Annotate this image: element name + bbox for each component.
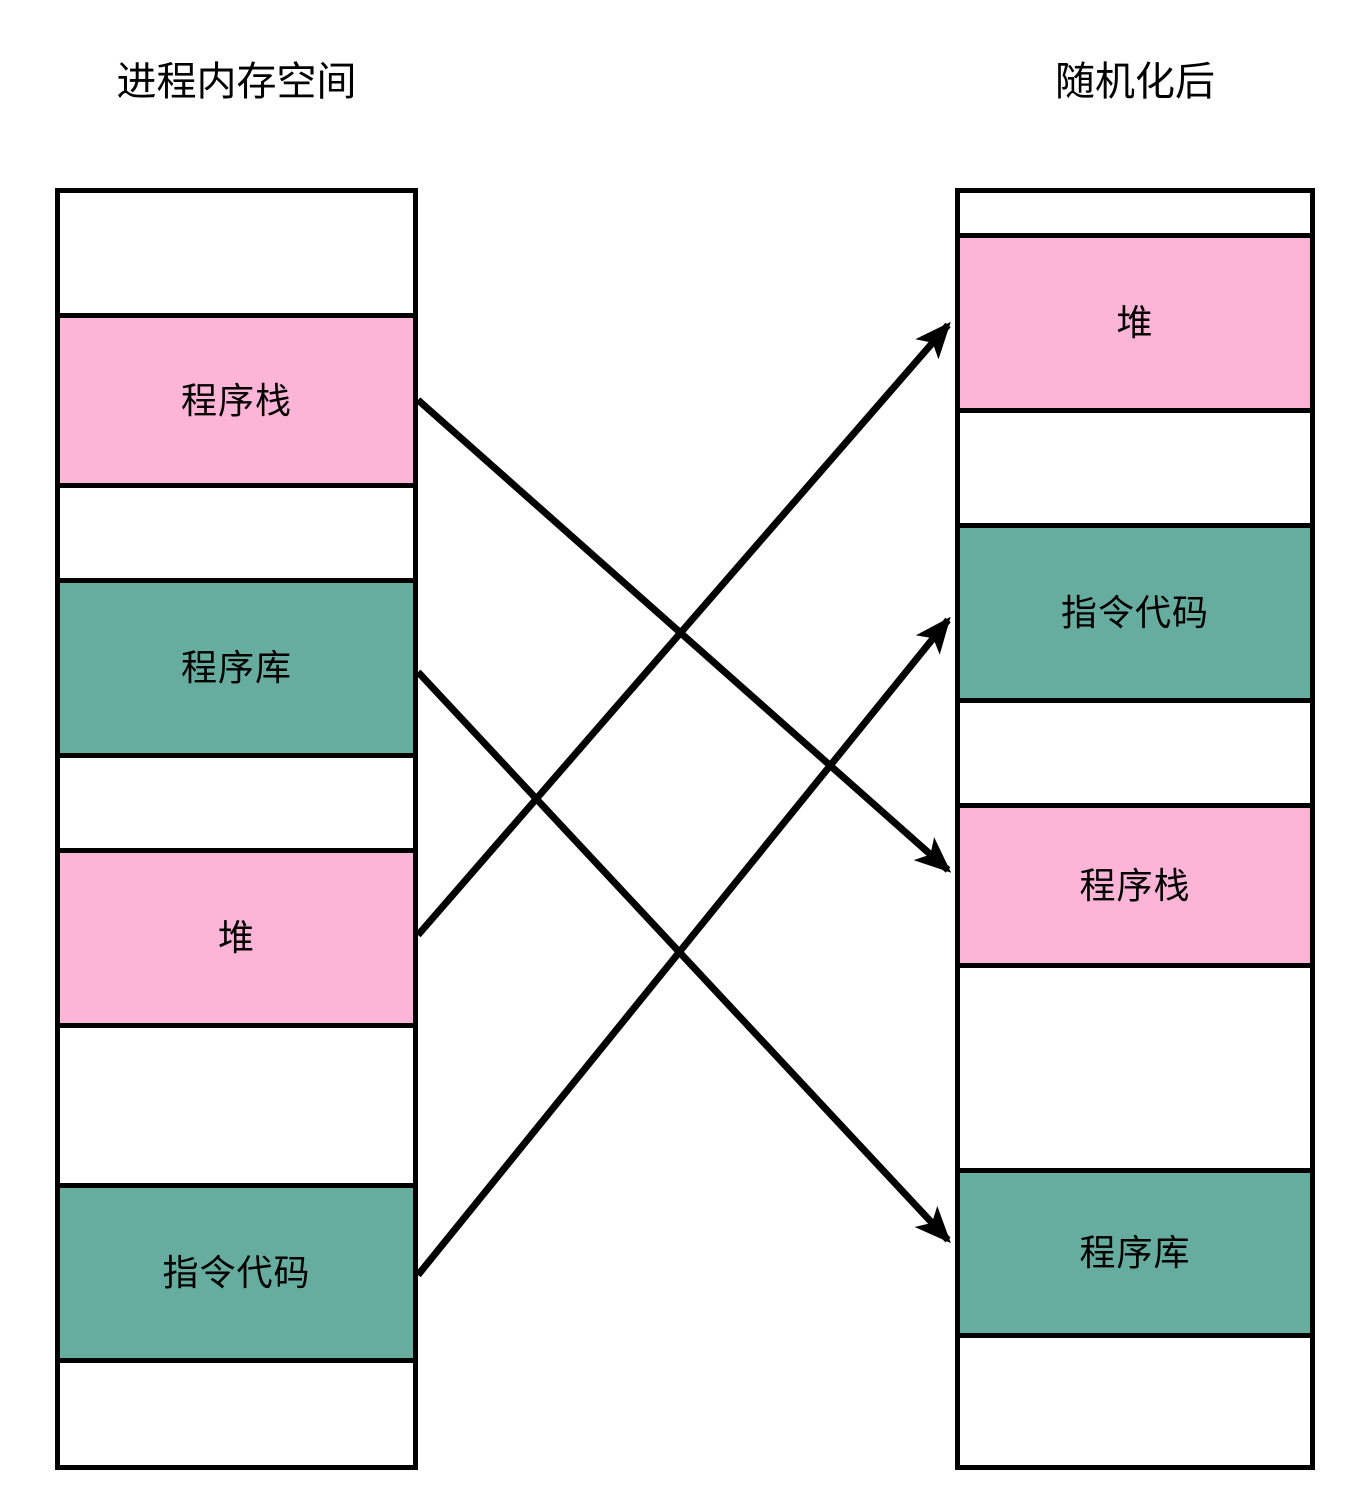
right-free-space-segment xyxy=(960,703,1310,803)
process-memory-column: 程序栈程序库堆指令代码 xyxy=(55,188,418,1470)
left-free-space-segment xyxy=(60,193,413,313)
right-column-title: 随机化后 xyxy=(1055,60,1215,104)
right-segment-label: 指令代码 xyxy=(1060,592,1209,633)
right-free-space-segment xyxy=(960,968,1310,1168)
right-free-space-segment xyxy=(960,1338,1310,1475)
right-memory-segment: 程序库 xyxy=(960,1168,1310,1338)
left-free-space-segment xyxy=(60,488,413,578)
right-free-space-segment xyxy=(960,413,1310,523)
left-memory-segment: 程序库 xyxy=(60,578,413,758)
left-segment-label: 堆 xyxy=(217,917,255,958)
left-memory-segment: 堆 xyxy=(60,848,413,1028)
mapping-arrow-heap-mapping xyxy=(415,321,951,938)
right-segment-label: 程序栈 xyxy=(1079,864,1191,906)
left-segment-label: 指令代码 xyxy=(162,1252,311,1293)
right-segment-label: 堆 xyxy=(1116,302,1154,343)
left-free-space-segment xyxy=(60,758,413,848)
left-segment-label: 程序栈 xyxy=(180,379,292,421)
right-memory-segment: 堆 xyxy=(960,233,1310,413)
right-segment-label: 程序库 xyxy=(1079,1232,1191,1273)
mapping-arrow-library-mapping xyxy=(415,669,951,1244)
right-free-space-segment xyxy=(960,193,1310,233)
randomized-memory-column: 堆指令代码程序栈程序库 xyxy=(955,188,1315,1470)
left-segment-label: 程序库 xyxy=(180,647,292,688)
right-memory-segment: 指令代码 xyxy=(960,523,1310,703)
left-free-space-segment xyxy=(60,1363,413,1475)
mapping-arrow-code-mapping xyxy=(415,616,951,1278)
left-column-title: 进程内存空间 xyxy=(116,60,357,104)
right-memory-segment: 程序栈 xyxy=(960,803,1310,968)
left-memory-segment: 指令代码 xyxy=(60,1183,413,1363)
mapping-arrow-stack-mapping xyxy=(415,397,952,873)
left-memory-segment: 程序栈 xyxy=(60,313,413,488)
left-free-space-segment xyxy=(60,1028,413,1183)
